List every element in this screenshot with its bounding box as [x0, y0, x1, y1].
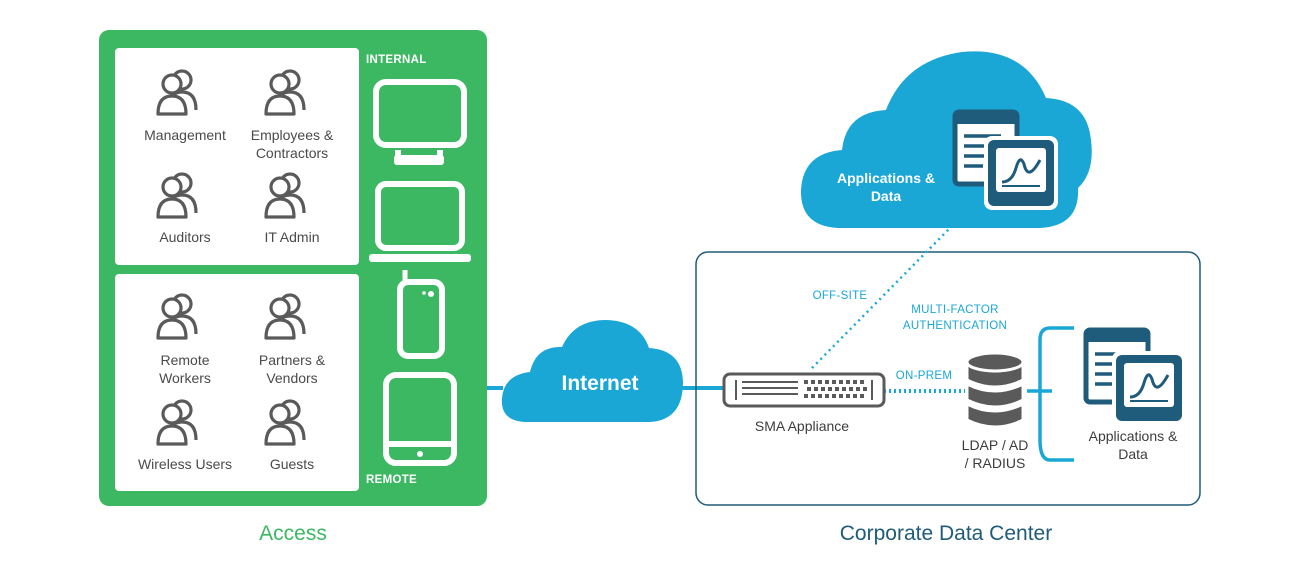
appliance-port: [811, 380, 815, 384]
appliance-port: [846, 380, 850, 384]
appliance-port: [832, 394, 836, 398]
internal-label: INTERNAL: [366, 54, 427, 66]
appliance-port: [835, 387, 839, 391]
internet-label: Internet: [561, 372, 639, 395]
appliance-port: [863, 387, 867, 391]
user-label-partners: Partners &Vendors: [258, 352, 326, 386]
appliance-port: [818, 380, 822, 384]
appliance-port: [832, 380, 836, 384]
cloud-apps-label: Applications &Data: [836, 170, 935, 204]
appliance-port: [818, 394, 822, 398]
appliance-port: [846, 394, 850, 398]
user-label-wireless: Wireless Users: [137, 456, 233, 472]
user-label-management: Management: [144, 127, 226, 143]
appliance-port: [860, 380, 864, 384]
user-label-auditors: Auditors: [159, 229, 211, 245]
ldap-label: LDAP / AD/ RADIUS: [961, 437, 1029, 471]
off-site-link: [811, 227, 951, 369]
user-label-employees: Employees &Contractors: [250, 127, 334, 161]
apps-bracket: [1027, 326, 1074, 462]
access-title: Access: [259, 522, 327, 545]
appliance-port: [825, 394, 829, 398]
datacenter-title: Corporate Data Center: [839, 522, 1053, 545]
appliance-port: [839, 394, 843, 398]
appliance-port: [825, 380, 829, 384]
appliance-port: [853, 394, 857, 398]
appliance-port: [842, 387, 846, 391]
sma-appliance-icon: [722, 372, 886, 408]
user-label-guests: Guests: [269, 456, 315, 472]
appliance-port: [839, 380, 843, 384]
internet-cloud: [501, 320, 683, 422]
datacenter-box: [695, 251, 1201, 506]
appliance-port: [804, 380, 808, 384]
local-chart-icon: [1112, 351, 1186, 425]
cloud-chart-icon: [984, 136, 1058, 210]
phone-icon: [397, 270, 445, 359]
appliance-port: [849, 387, 853, 391]
appliance-port: [860, 394, 864, 398]
local-apps-label: Applications &Data: [1088, 428, 1178, 462]
appliance-port: [856, 387, 860, 391]
laptop-icon: [369, 181, 471, 262]
tablet-icon: [383, 372, 457, 466]
remote-label: REMOTE: [366, 474, 417, 486]
on-prem-label: ON-PREM: [895, 370, 953, 382]
appliance-port: [807, 387, 811, 391]
user-label-it-admin: IT Admin: [264, 229, 320, 245]
appliance-port: [821, 387, 825, 391]
appliance-port: [811, 394, 815, 398]
appliance-label: SMA Appliance: [754, 418, 850, 434]
appliance-port: [814, 387, 818, 391]
monitor-icon: [373, 79, 467, 165]
appliance-port: [853, 380, 857, 384]
off-site-label: OFF-SITE: [812, 290, 868, 302]
database-icon: [965, 351, 1025, 429]
appliance-port: [804, 394, 808, 398]
appliance-port: [828, 387, 832, 391]
